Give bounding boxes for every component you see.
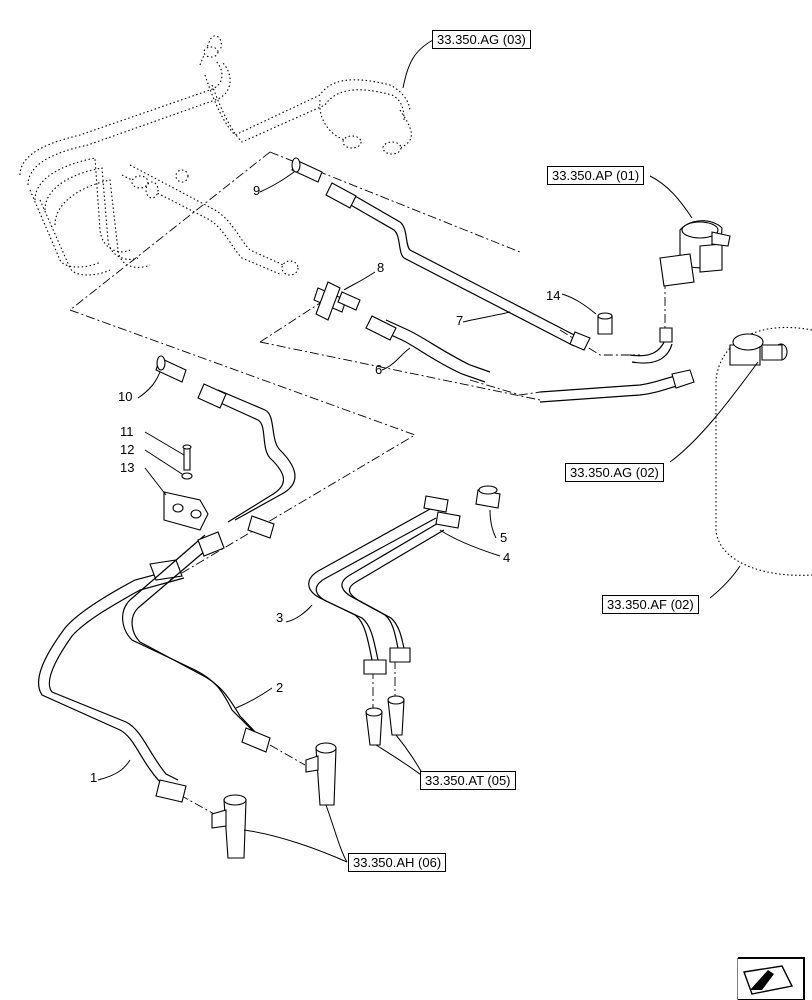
pipe-2 [122, 531, 271, 753]
ref-33-350-at-05[interactable]: 33.350.AT (05) [420, 771, 516, 790]
air-tank [715, 326, 812, 576]
washer-12 [181, 472, 193, 480]
callout-7: 7 [456, 313, 464, 328]
pipe-10-branch [197, 383, 296, 539]
callout-11: 11 [120, 424, 134, 439]
assembly-lines [69, 151, 666, 821]
pipe-3 [308, 495, 449, 675]
pipe-6 [365, 315, 695, 403]
ref-33-350-ah-06[interactable]: 33.350.AH (06) [348, 853, 447, 872]
callout-6: 6 [375, 362, 383, 377]
callout-8: 8 [377, 260, 385, 275]
navigation-arrow-icon[interactable] [737, 957, 805, 1000]
callout-1: 1 [90, 770, 98, 785]
callout-2: 2 [276, 680, 284, 695]
callout-10: 10 [118, 389, 133, 404]
pipe-1 [37, 559, 187, 803]
pipe-4 [341, 511, 461, 663]
tee-fitting-8 [313, 281, 361, 321]
fitting-10 [155, 355, 187, 383]
callout-13: 13 [120, 460, 135, 475]
valve-pipe [629, 327, 673, 364]
fitting-9 [291, 157, 323, 183]
fittings-at05 [365, 695, 405, 746]
callout-9: 9 [253, 183, 261, 198]
brake-valve [659, 220, 731, 287]
existing-piping-dotted [19, 35, 412, 276]
callout-4: 4 [503, 550, 511, 565]
sleeve-14 [597, 312, 613, 335]
callout-3: 3 [276, 610, 284, 625]
fitting-5 [475, 485, 501, 509]
leader-lines [97, 39, 759, 863]
pipe-7 [325, 182, 591, 351]
callout-14: 14 [546, 288, 561, 303]
ref-33-350-ag-03[interactable]: 33.350.AG (03) [432, 30, 531, 49]
callout-12: 12 [120, 442, 135, 457]
ref-33-350-ag-02[interactable]: 33.350.AG (02) [565, 463, 664, 482]
ref-33-350-af-02[interactable]: 33.350.AF (02) [602, 595, 699, 614]
callout-5: 5 [500, 530, 508, 545]
ref-33-350-ap-01[interactable]: 33.350.AP (01) [547, 166, 645, 185]
bolt-11 [182, 444, 192, 471]
tees-ah06 [211, 742, 337, 859]
clamp-13 [163, 491, 209, 531]
